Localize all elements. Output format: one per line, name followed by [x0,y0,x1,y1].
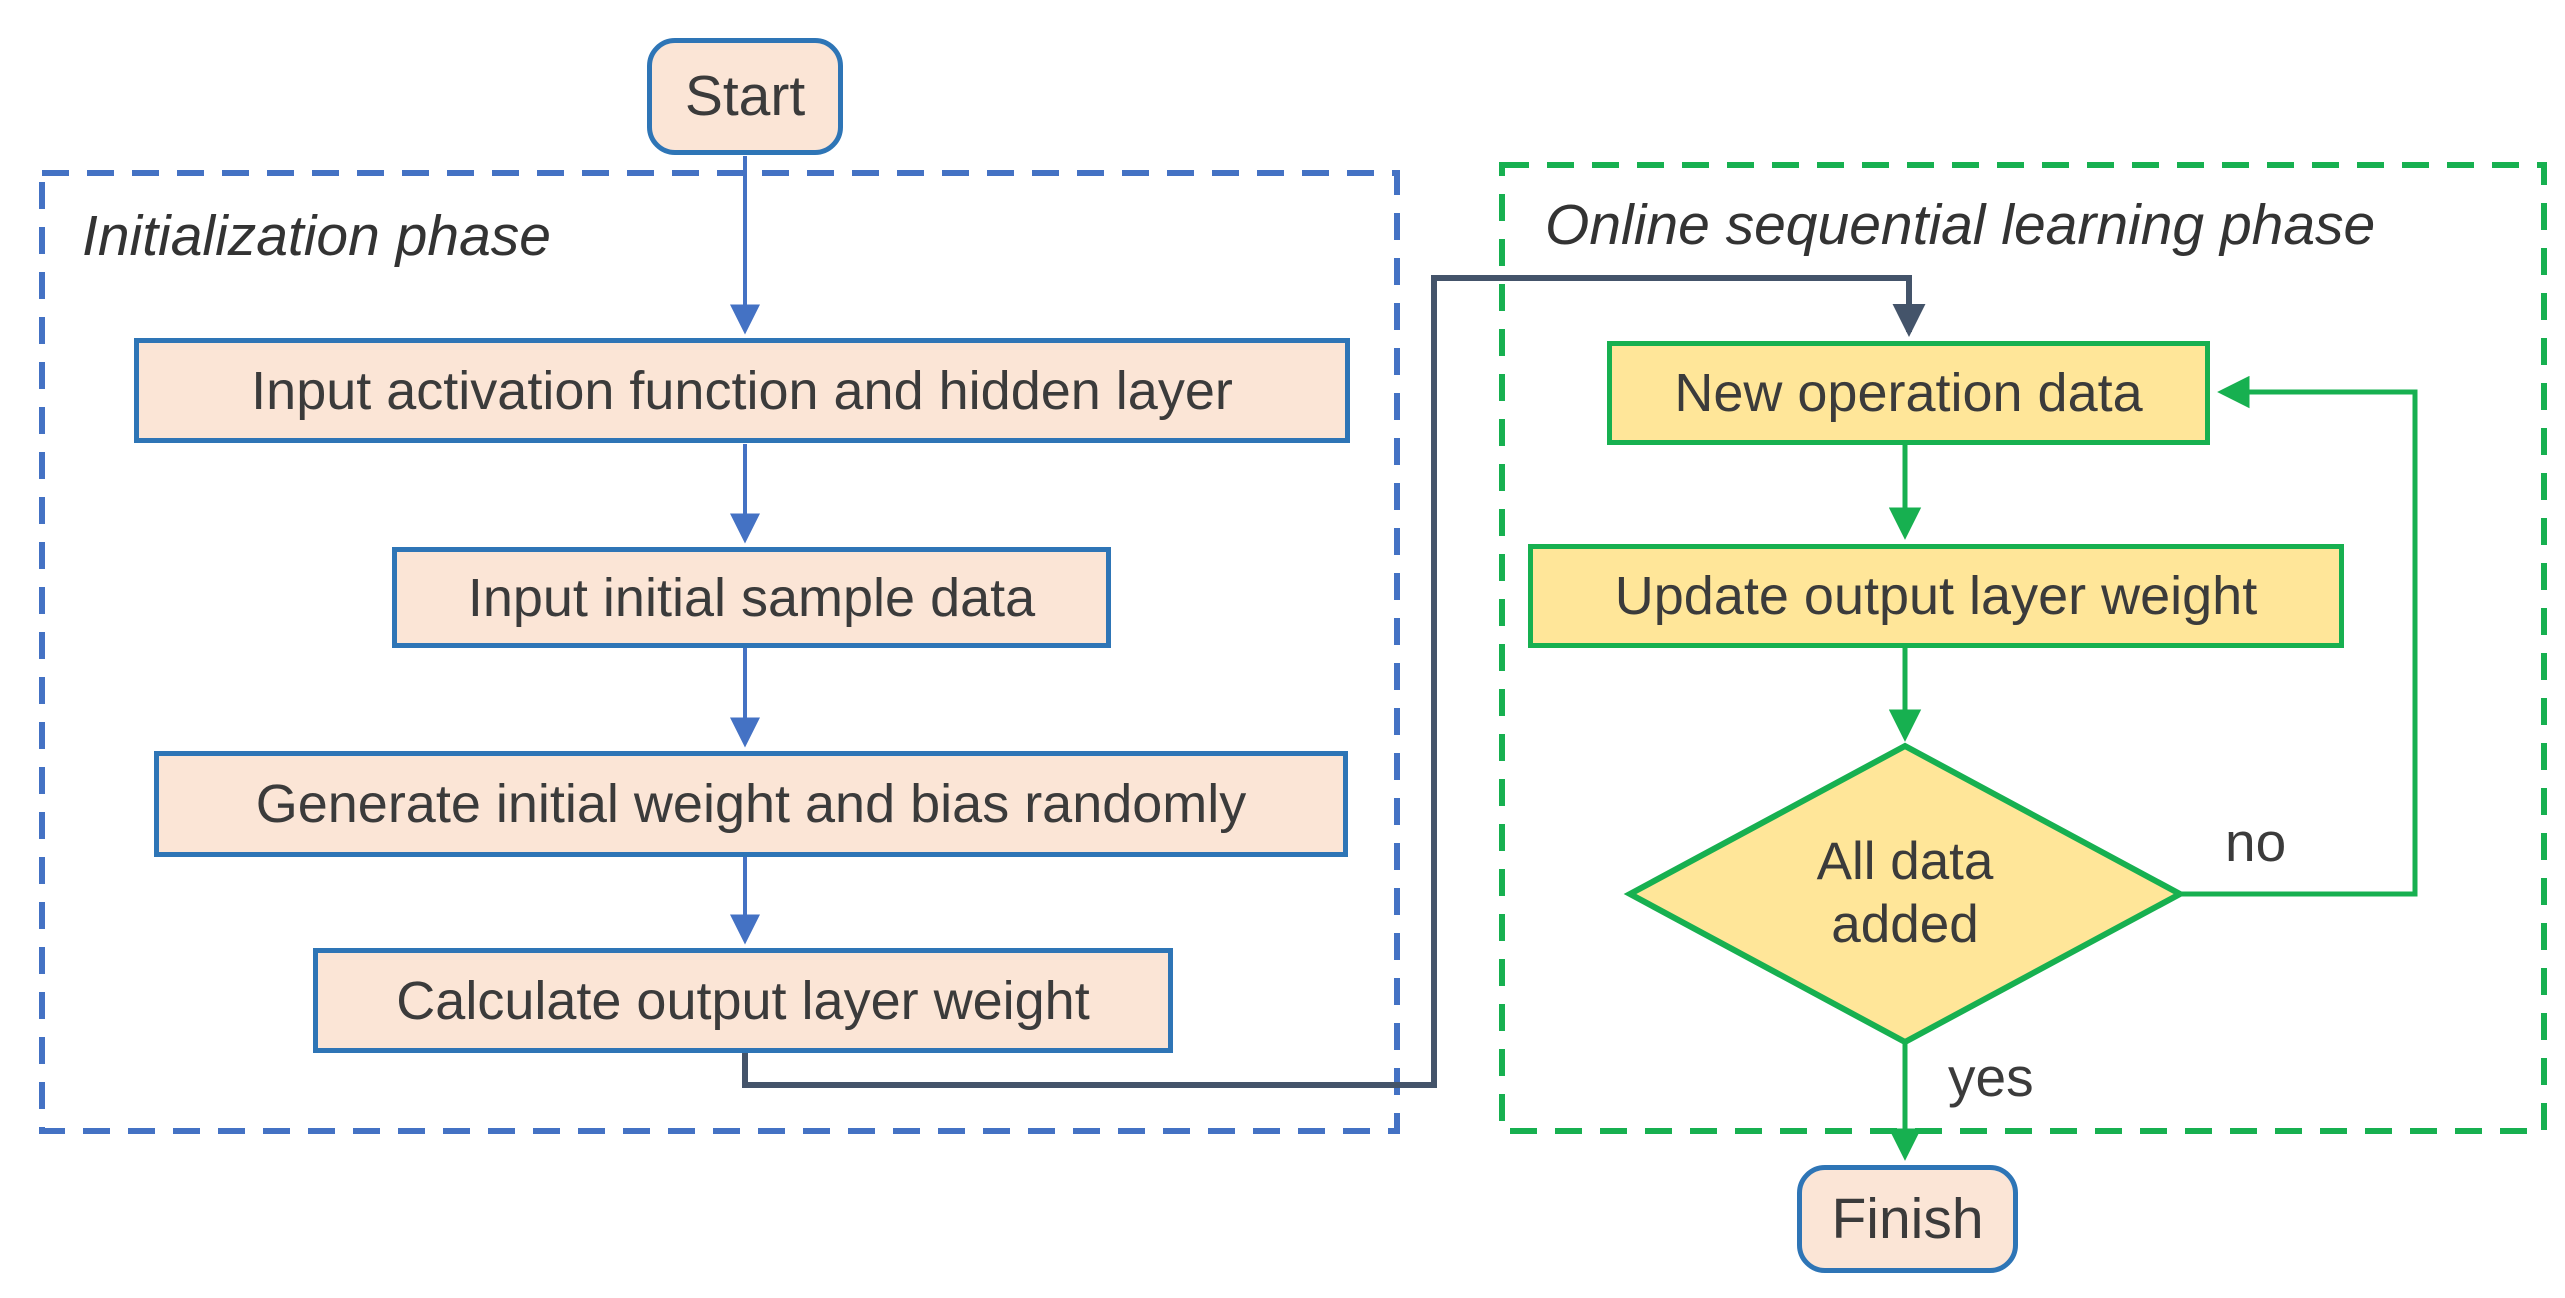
edge-label-no: no [2225,811,2287,873]
node-finish: Finish [1797,1165,2018,1273]
decision-label: All data added [1630,746,2180,1042]
node-new-operation: New operation data [1607,341,2210,445]
node-input-sample: Input initial sample data [392,547,1111,648]
node-start: Start [647,38,843,155]
node-update-output: Update output layer weight [1528,544,2344,648]
decision-diamond [1623,742,2187,1046]
arrow-decision-no-loop-to-new-operation [2181,375,2418,897]
online-phase-label: Online sequential learning phase [1545,193,2376,257]
online-phase-box [1499,162,2547,1134]
initialization-phase-label: Initialization phase [82,204,551,268]
decision-label-line1: All data [1816,832,1994,892]
connector-calculate-output-to-new-operation [742,275,1926,1088]
initialization-phase-box [39,170,1400,1134]
node-generate-weight: Generate initial weight and bias randoml… [154,751,1348,857]
node-calculate-output: Calculate output layer weight [313,948,1173,1053]
edge-label-yes: yes [1948,1046,2034,1108]
node-input-activation: Input activation function and hidden lay… [134,338,1350,443]
decision-label-line2: added [1831,895,1979,954]
